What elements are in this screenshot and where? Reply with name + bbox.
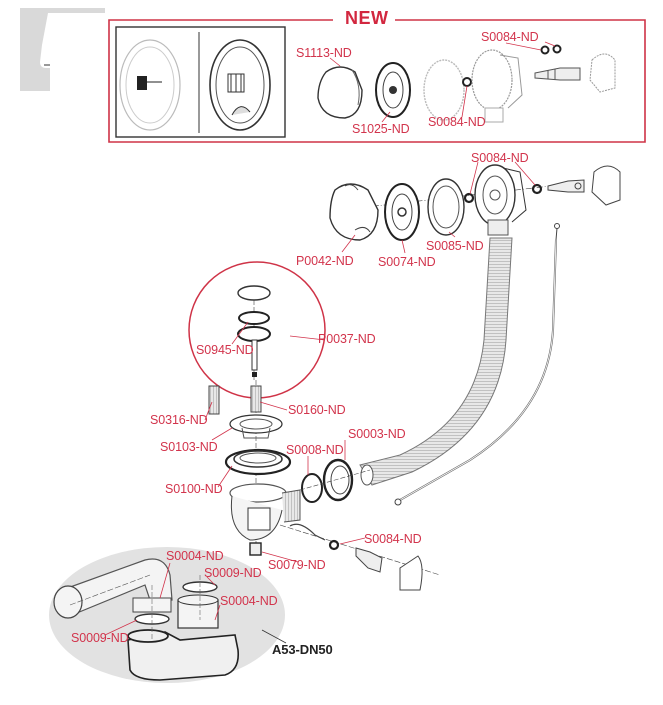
- label-drain-gasket: S0100-ND: [165, 482, 223, 496]
- label-new-cover: S1113-ND: [296, 46, 352, 60]
- new-section-frame: [108, 19, 646, 143]
- label-siphon-ring-right: S0009-ND: [204, 566, 262, 580]
- new-spindle: [534, 67, 581, 81]
- overflow-rosette: [384, 183, 420, 241]
- new-overflow-body: [471, 49, 523, 123]
- inset-cover: [209, 39, 271, 131]
- drain-nut: [322, 458, 354, 502]
- label-overflow-gasket: S0085-ND: [426, 239, 484, 253]
- new-washer-top-2: [552, 44, 562, 54]
- label-new-washer-left: S0084-ND: [428, 115, 486, 129]
- overflow-gasket: [427, 178, 465, 236]
- new-handle-plate: [589, 53, 616, 93]
- label-new-rosette: S1025-ND: [352, 122, 410, 136]
- label-drain-nut: S0003-ND: [348, 427, 406, 441]
- overflow-handle-plate: [591, 165, 621, 206]
- label-siphon-nut-right: S0004-ND: [220, 594, 278, 608]
- drain-gasket: [224, 448, 292, 476]
- drain-assembly: [204, 380, 441, 591]
- label-model-number: A53-DN50: [272, 642, 333, 657]
- bowden-cable: [394, 223, 560, 506]
- label-siphon-ring-left: S0009-ND: [71, 631, 129, 645]
- overflow-spindle: [547, 179, 585, 193]
- new-gasket-part: [423, 59, 465, 121]
- label-plug-seal: S0945-ND: [196, 343, 254, 357]
- label-drain-cap: S0079-ND: [268, 558, 326, 572]
- label-overflow-washer: S0084-ND: [471, 151, 529, 165]
- label-overflow-cover: P0042-ND: [296, 254, 354, 268]
- siphon-nut-right: [177, 594, 219, 629]
- new-rosette-part: [375, 62, 411, 118]
- overflow-assembly: [329, 161, 621, 254]
- siphon-group: [49, 547, 287, 683]
- overflow-body: [474, 164, 527, 236]
- siphon-elbow-pipe: [53, 558, 173, 619]
- label-drain-flange: S0103-ND: [160, 440, 218, 454]
- overflow-washer-left: [463, 192, 475, 204]
- screw-left: [208, 385, 220, 415]
- siphon-base: [127, 629, 240, 681]
- siphon-nut-upper: [132, 597, 172, 613]
- flexible-hose: [359, 237, 513, 486]
- label-plug-group: P0037-ND: [318, 332, 376, 346]
- label-drain-ring: S0008-ND: [286, 443, 344, 457]
- label-overflow-rosette: S0074-ND: [378, 255, 436, 269]
- new-washer-left: [462, 77, 472, 87]
- drain-body: [229, 483, 301, 541]
- overflow-cover: [329, 183, 379, 241]
- drain-ring: [301, 473, 323, 503]
- label-screw-left: S0316-ND: [150, 413, 208, 427]
- drain-lever: [279, 523, 441, 591]
- new-section-heading: NEW: [339, 8, 395, 29]
- plug-group: [188, 261, 326, 399]
- inset-rosette: [119, 39, 181, 131]
- screw-right: [250, 385, 262, 413]
- label-siphon-nut-upper: S0004-ND: [166, 549, 224, 563]
- drain-flange: [229, 414, 283, 439]
- label-new-washer-top: S0084-ND: [481, 30, 539, 44]
- drain-cap: [249, 542, 262, 556]
- label-screw-right: S0160-ND: [288, 403, 346, 417]
- overflow-washer-right: [531, 183, 543, 195]
- new-washer-top-1: [540, 45, 550, 55]
- logo-mark: [20, 8, 105, 91]
- new-cover-part: [317, 66, 363, 119]
- label-drain-washer: S0084-ND: [364, 532, 422, 546]
